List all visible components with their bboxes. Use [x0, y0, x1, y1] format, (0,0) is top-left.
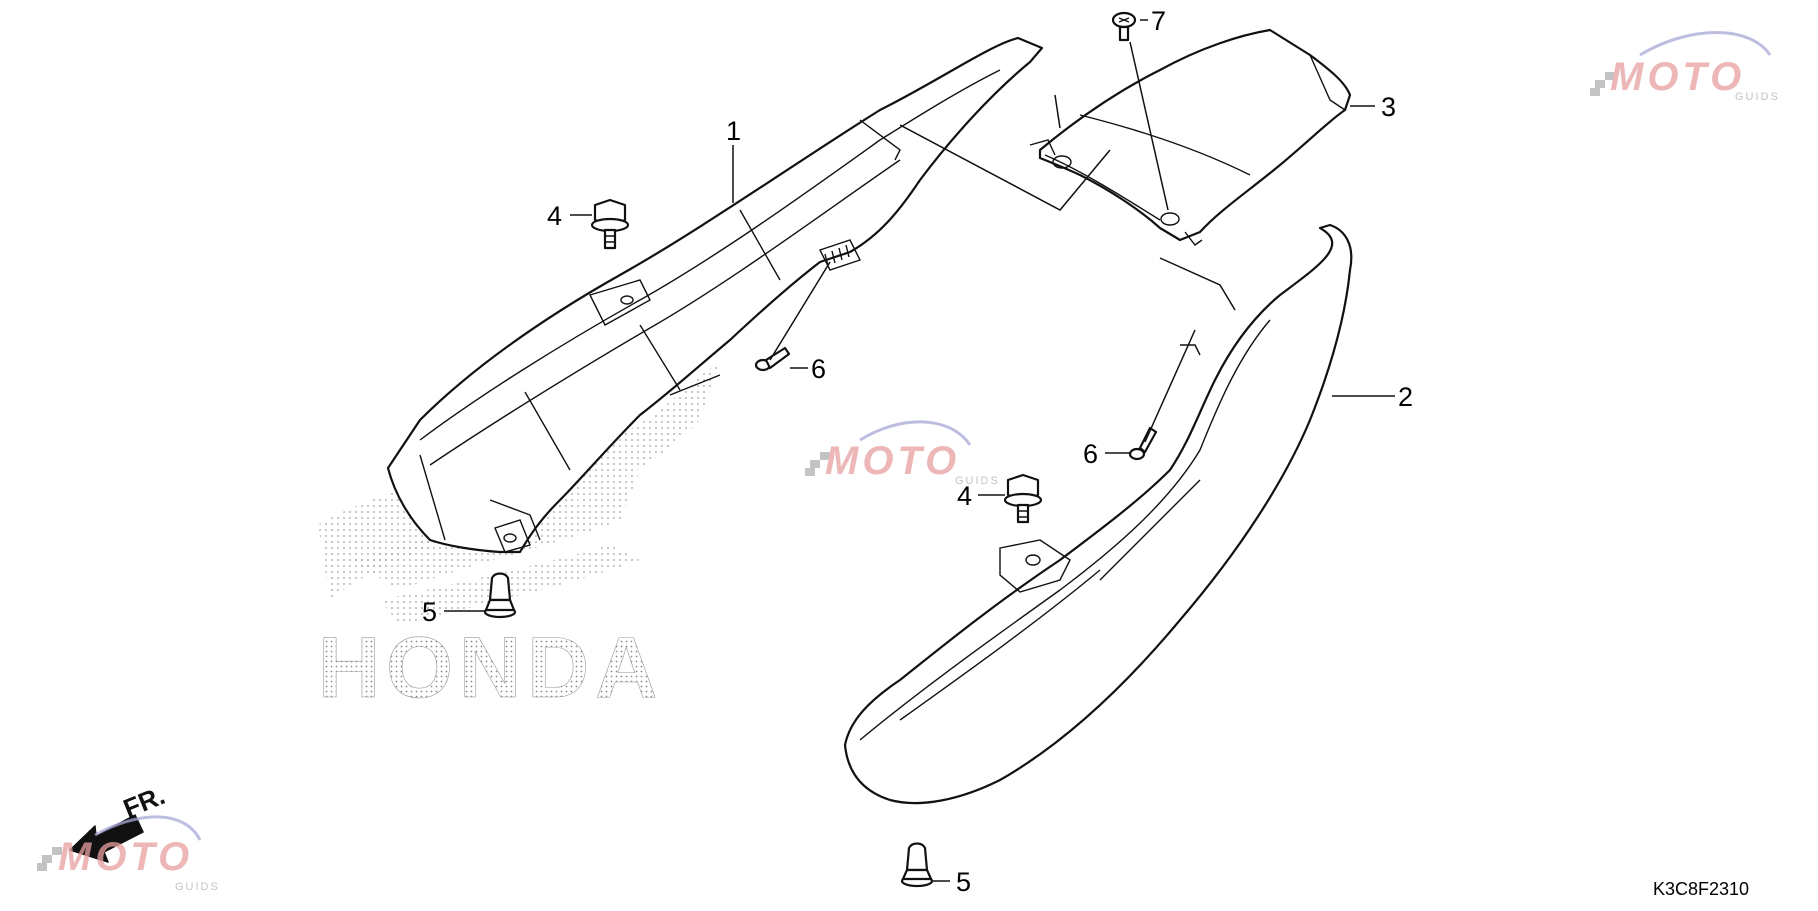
swoosh-icon — [94, 815, 202, 841]
moto-guids-watermark-bottom-left: MOTO GUIDS — [37, 815, 220, 893]
checker-flag-icon — [805, 452, 830, 476]
callout-1: 1 — [726, 116, 741, 146]
tapping-screw-6-right — [1128, 426, 1158, 461]
callout-6-left: 6 — [811, 354, 826, 384]
callout-6-right: 6 — [1083, 439, 1098, 469]
swoosh-icon — [859, 420, 972, 446]
guids-logo-text: GUIDS — [175, 881, 220, 893]
swoosh-icon — [1639, 31, 1772, 57]
honda-brand-watermark: HONDA — [318, 620, 663, 716]
screw-7 — [1111, 11, 1137, 42]
moto-guids-watermark-center: MOTO GUIDS — [805, 420, 1000, 487]
flange-bolt-4-right — [1003, 473, 1043, 524]
guids-logo-text: GUIDS — [1735, 91, 1780, 103]
checker-flag-icon — [1590, 72, 1615, 96]
trim-clip-5-right — [900, 842, 934, 888]
trim-clip-5-left — [483, 572, 517, 619]
rear-cover-part-3 — [1029, 28, 1352, 246]
moto-logo-text: MOTO — [58, 835, 193, 879]
moto-logo-text: MOTO — [825, 439, 960, 483]
moto-logo-text: MOTO — [1610, 55, 1745, 99]
diagram-code: K3C8F2310 — [1653, 879, 1749, 899]
callout-5-left: 5 — [422, 597, 437, 627]
right-side-cover-part-2 — [843, 223, 1353, 805]
callout-2: 2 — [1398, 382, 1413, 412]
callout-5-right: 5 — [956, 867, 971, 897]
callout-4-left: 4 — [547, 201, 562, 231]
callout-7: 7 — [1151, 6, 1166, 36]
flange-bolt-4-left — [590, 198, 630, 250]
left-side-cover-part-1 — [386, 36, 1044, 554]
front-arrow-icon — [69, 814, 144, 863]
guids-logo-text: GUIDS — [955, 475, 1000, 487]
callout-4-right: 4 — [957, 481, 972, 511]
assembly-lines — [444, 19, 1395, 882]
checker-flag-icon — [37, 847, 62, 871]
callout-3: 3 — [1381, 92, 1396, 122]
moto-guids-watermark-top-right: MOTO GUIDS — [1590, 31, 1780, 103]
tapping-screw-6-left — [754, 346, 791, 372]
